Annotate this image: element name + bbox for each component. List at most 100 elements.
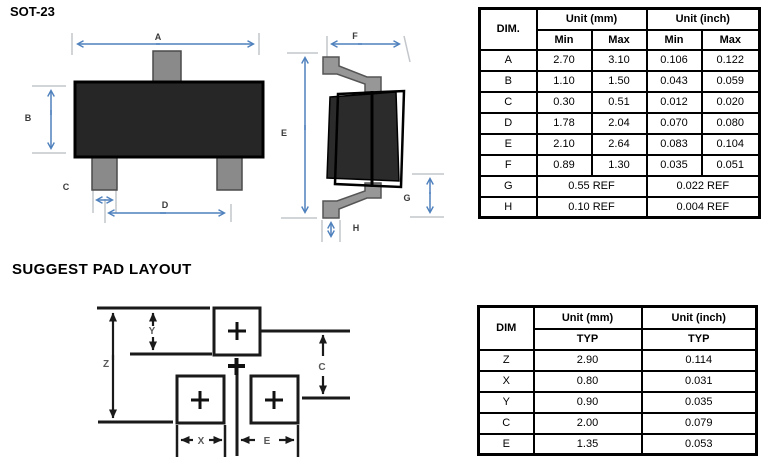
value-cell: 1.50 — [590, 69, 648, 93]
table-row: Z 2.90 0.114 — [477, 348, 758, 372]
dim-e-label: E — [281, 128, 287, 138]
pad-dim-e-label: E — [264, 436, 271, 447]
pad-layout-ticks — [175, 425, 300, 457]
value-cell: 2.90 — [532, 348, 643, 372]
value-cell: 1.35 — [532, 432, 643, 456]
pad-layout-lines — [97, 306, 350, 456]
dim-d-label: D — [162, 200, 169, 210]
dim-cell: H — [478, 195, 538, 219]
value-cell: 2.10 — [535, 132, 593, 156]
dim-cell: A — [478, 48, 538, 72]
table-row: E 2.10 2.64 0.083 0.104 — [478, 132, 761, 156]
dim-h-label: H — [353, 223, 360, 233]
table-row: F 0.89 1.30 0.035 0.051 — [478, 153, 761, 177]
ref-value-cell: 0.004 REF — [645, 195, 761, 219]
ref-value-cell: 0.022 REF — [645, 174, 761, 198]
col-header-dim: DIM — [477, 305, 535, 351]
subheader-typ-inch: TYP — [640, 327, 758, 351]
table-row: X 0.80 0.031 — [477, 369, 758, 393]
dim-cell: C — [477, 411, 535, 435]
value-cell: 0.30 — [535, 90, 593, 114]
table-header-row: DIM Unit (mm) Unit (inch) — [477, 305, 758, 351]
table-row: C 0.30 0.51 0.012 0.020 — [478, 90, 761, 114]
dim-a-label: A — [155, 32, 162, 42]
col-header-mm: Unit (mm) — [532, 305, 643, 330]
value-cell: 0.070 — [645, 111, 703, 135]
top-pin — [152, 50, 182, 84]
side-dim-arrows — [301, 40, 434, 238]
dim-cell: B — [478, 69, 538, 93]
pad-dim-y-label: Y — [149, 326, 156, 337]
table-header-row: DIM. Unit (mm) Unit (inch) — [478, 7, 761, 51]
value-cell: 1.30 — [590, 153, 648, 177]
pad-dim-c-label: C — [318, 362, 325, 373]
value-cell: 0.043 — [645, 69, 703, 93]
front-view-drawing: A B C D — [25, 32, 265, 223]
table-subheader-row: Min Max Min Max — [480, 28, 761, 51]
table-row: H 0.10 REF 0.004 REF — [478, 195, 761, 219]
pad-center-cross-marks — [191, 322, 283, 409]
value-cell: 0.89 — [535, 153, 593, 177]
value-cell: 0.035 — [645, 153, 703, 177]
pad-dim-arrows — [109, 312, 327, 444]
col-header-dim: DIM. — [478, 7, 538, 51]
side-extension-lines — [281, 35, 444, 242]
package-body-side — [326, 91, 400, 182]
dim-cell: F — [478, 153, 538, 177]
dim-cell: X — [477, 369, 535, 393]
layout-origin-cross — [228, 358, 245, 375]
value-cell: 0.053 — [640, 432, 758, 456]
value-cell: 1.10 — [535, 69, 593, 93]
subheader-in-max: Max — [700, 28, 761, 51]
package-body-outline — [333, 89, 406, 189]
table-row: G 0.55 REF 0.022 REF — [478, 174, 761, 198]
subheader-mm-min: Min — [535, 28, 593, 51]
table-row: C 2.00 0.079 — [477, 411, 758, 435]
value-cell: 0.106 — [645, 48, 703, 72]
value-cell: 2.70 — [535, 48, 593, 72]
value-cell: 0.51 — [590, 90, 648, 114]
table-row: D 1.78 2.04 0.070 0.080 — [478, 111, 761, 135]
bottom-lead-side — [322, 182, 382, 219]
dim-cell: E — [477, 432, 535, 456]
value-cell: 0.104 — [700, 132, 761, 156]
value-cell: 1.78 — [535, 111, 593, 135]
value-cell: 0.059 — [700, 69, 761, 93]
value-cell: 2.00 — [532, 411, 643, 435]
value-cell: 2.04 — [590, 111, 648, 135]
pad-layout-drawing: Z Y C X E — [97, 306, 350, 457]
value-cell: 0.051 — [700, 153, 761, 177]
pad-layout-title: SUGGEST PAD LAYOUT — [12, 261, 192, 278]
table-subheader-row: TYP TYP — [479, 327, 758, 351]
pad-dim-x-label: X — [198, 436, 205, 447]
ref-value-cell: 0.55 REF — [535, 174, 648, 198]
front-dim-arrows — [47, 40, 255, 217]
value-cell: 0.122 — [700, 48, 761, 72]
value-cell: 2.64 — [590, 132, 648, 156]
table-row: A 2.70 3.10 0.106 0.122 — [478, 48, 761, 72]
dim-f-label: F — [352, 31, 358, 41]
value-cell: 0.012 — [645, 90, 703, 114]
col-header-inch: Unit (inch) — [640, 305, 758, 330]
value-cell: 0.80 — [532, 369, 643, 393]
dim-cell: C — [478, 90, 538, 114]
dim-g-label: G — [403, 193, 410, 203]
page-title: SOT-23 — [10, 4, 55, 19]
value-cell: 0.020 — [700, 90, 761, 114]
value-cell: 0.031 — [640, 369, 758, 393]
dim-b-label: B — [25, 113, 32, 123]
subheader-typ-mm: TYP — [532, 327, 643, 351]
value-cell: 0.035 — [640, 390, 758, 414]
value-cell: 0.080 — [700, 111, 761, 135]
value-cell: 3.10 — [590, 48, 648, 72]
col-header-mm: Unit (mm) — [535, 7, 648, 31]
dimension-table: DIM. Unit (mm) Unit (inch) Min Max Min M… — [478, 7, 762, 219]
pad-dim-z-label: Z — [103, 359, 109, 370]
bottom-left-pin — [91, 156, 118, 191]
ref-value-cell: 0.10 REF — [535, 195, 648, 219]
table-row: Y 0.90 0.035 — [477, 390, 758, 414]
dim-cell: D — [478, 111, 538, 135]
top-lead-side — [322, 56, 382, 93]
